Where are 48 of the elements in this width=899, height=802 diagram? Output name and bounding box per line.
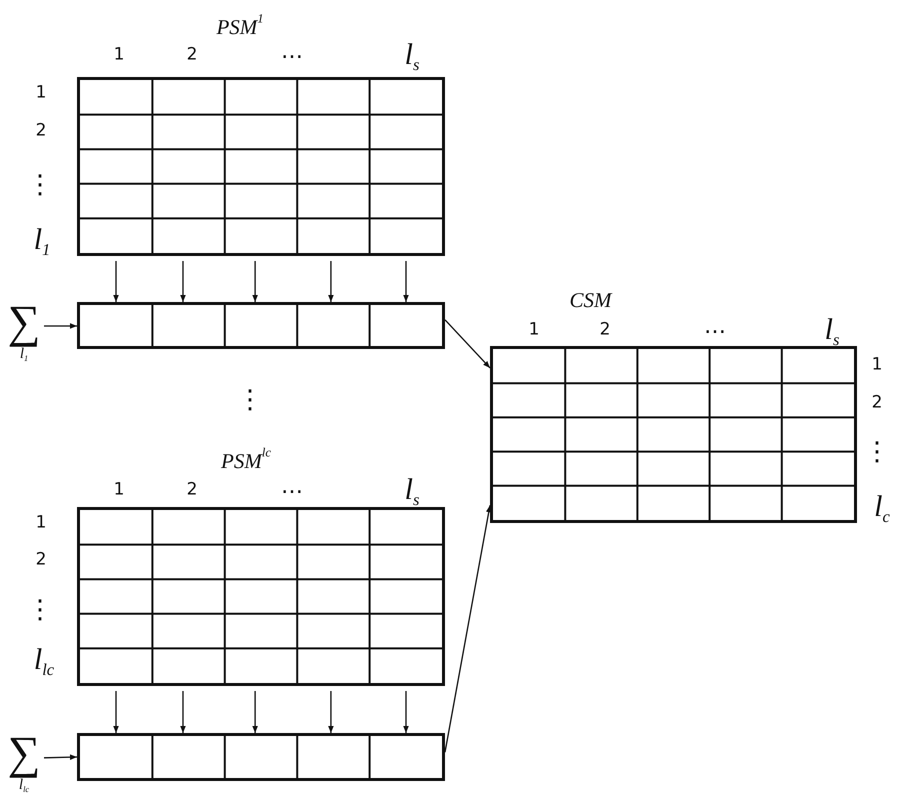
row-label: 2	[36, 122, 46, 140]
arrow	[180, 691, 186, 733]
column-label: 2	[186, 482, 198, 498]
row-label: 1	[36, 84, 46, 102]
ellipsis: …	[281, 476, 303, 498]
row-label: l$_{c}$	[874, 492, 890, 522]
sum-symbol: ∑	[8, 298, 40, 346]
arrow	[252, 691, 258, 733]
arrow	[328, 691, 334, 733]
row-label: 2	[36, 552, 46, 568]
ellipsis: ⋮	[27, 597, 53, 623]
sum-vector	[77, 733, 445, 781]
row-label: 1	[872, 356, 882, 374]
matrix-title: CSM	[570, 288, 612, 313]
column-label: 1	[114, 482, 124, 498]
column-label: 2	[600, 322, 610, 338]
row-label: l$_{lc}$	[34, 645, 54, 675]
arrow	[403, 261, 409, 302]
column-label: 2	[186, 46, 198, 64]
sum-symbol: ∑	[8, 729, 40, 777]
sum-index: l$_{1}$	[20, 346, 28, 362]
ellipsis: …	[704, 316, 726, 338]
arrow	[403, 691, 409, 733]
ellipsis: ⋮	[864, 439, 890, 465]
arrow	[328, 261, 334, 302]
ellipsis: …	[281, 41, 303, 63]
column-label: l$_{s}$	[404, 475, 420, 505]
row-label: 1	[36, 514, 46, 532]
arrow	[180, 261, 186, 302]
arrow	[113, 261, 119, 302]
arrow	[444, 319, 490, 368]
row-label: l$_{1}$	[34, 225, 50, 255]
column-label: 1	[114, 46, 124, 64]
arrow	[444, 505, 492, 752]
arrow	[44, 754, 78, 760]
matrix-title: PSM$^{1}$	[216, 15, 264, 40]
sum-index: l$_{lc}$	[18, 777, 30, 793]
column-label: 1	[528, 322, 540, 338]
ellipsis: ⋮	[27, 172, 53, 198]
matrix-title: PSM$^{lc}$	[221, 449, 271, 474]
sum-vector	[77, 302, 445, 349]
column-label: l$_{s}$	[824, 315, 840, 345]
arrow	[113, 691, 119, 733]
arrow	[44, 323, 77, 329]
column-label: l$_{s}$	[404, 40, 420, 70]
row-label: 2	[872, 394, 882, 412]
ellipsis: ⋮	[237, 387, 263, 413]
arrow	[252, 261, 258, 302]
